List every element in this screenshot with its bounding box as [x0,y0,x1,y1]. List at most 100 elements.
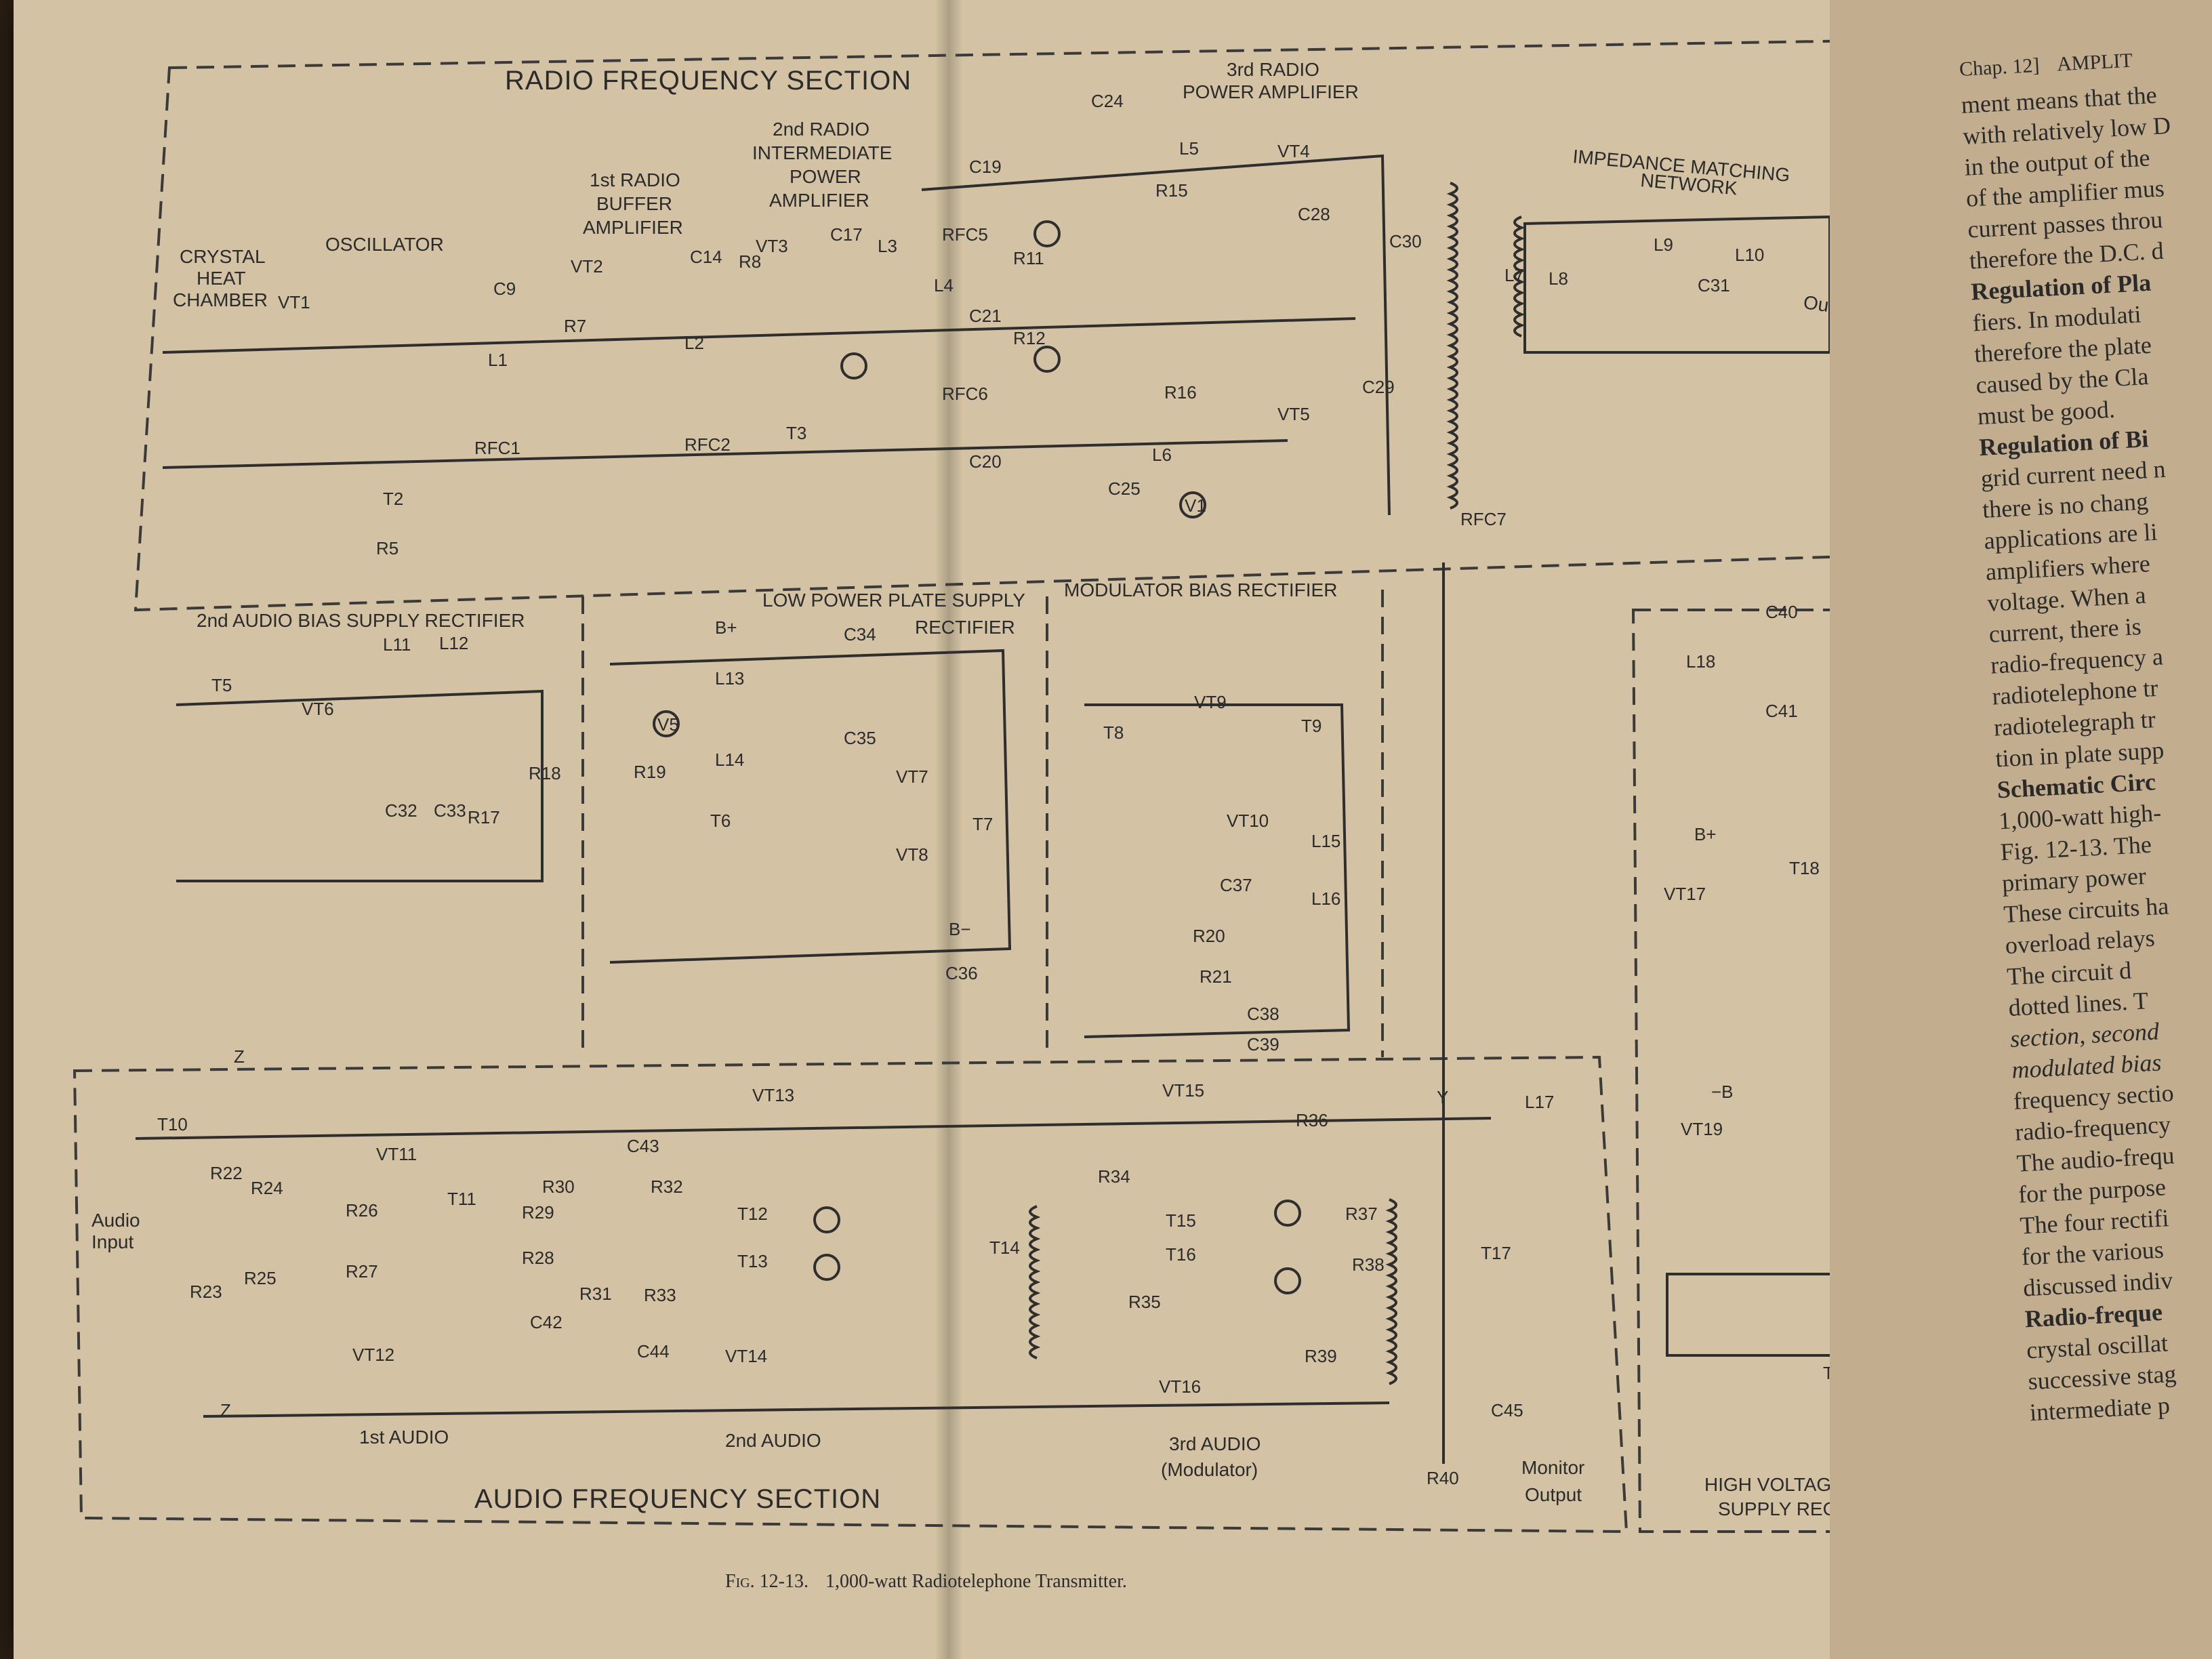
l6-label: L6 [1152,445,1172,465]
c19-label: C19 [969,157,1002,177]
l8-coil [1513,216,1525,337]
section-borders [73,39,1893,1534]
crystal-label-1: CRYSTAL [180,246,266,267]
c33-label: C33 [434,800,466,821]
vt16-label: VT16 [1159,1376,1201,1397]
l8-label: L8 [1549,268,1568,289]
r22-label: R22 [210,1163,243,1183]
c35-label: C35 [844,728,876,748]
imn-box [1523,215,1831,354]
ipa-label-1: 2nd RADIO [773,119,869,140]
vt10-label: VT10 [1227,811,1269,831]
meter-v5 [653,710,680,737]
t17-coil [1385,1198,1397,1385]
rfc7-label: RFC7 [1460,509,1507,529]
r40-label: R40 [1427,1468,1459,1488]
rf-bus-top [162,317,1356,354]
l17-label: L17 [1525,1092,1554,1112]
t17-label: T17 [1481,1243,1511,1263]
t14-label: T14 [989,1237,1020,1258]
rfc1-label: RFC1 [474,438,520,458]
r11-label: R11 [1013,248,1044,268]
figure-title: 1,000-watt Radiotelephone Transmitter. [825,1571,1127,1592]
ipa-label-3: POWER [790,166,861,187]
lpps-wire [609,649,1012,964]
buffer-label-2: BUFFER [596,193,672,214]
rfc6-label: RFC6 [942,384,988,404]
hv-bplus-label: B+ [1694,824,1717,844]
vt13-label: VT13 [752,1085,794,1105]
monitor-label-1: Monitor [1521,1457,1584,1478]
coils [1029,182,1525,1385]
l12-label: L12 [439,633,468,653]
chapter-label: Chap. 12] [1959,54,2041,81]
meter-a10 [813,1206,840,1233]
c40-label: C40 [1765,602,1798,622]
r17-label: R17 [468,807,500,827]
buffer-label-1: 1st RADIO [590,169,680,190]
af-section-border [73,1055,1629,1534]
r5-label: R5 [376,538,398,558]
audio3-label-2: (Modulator) [1161,1459,1258,1480]
meters [653,220,1301,1294]
t18-label: T18 [1789,858,1820,878]
t2-label: T2 [383,489,403,509]
l13-label: L13 [715,668,744,689]
rf-bus-bottom [162,439,1288,469]
af-bus-top [135,1117,1492,1140]
oscillator-label: OSCILLATOR [325,234,444,255]
r18-label: R18 [529,763,561,783]
c24-label: C24 [1091,91,1124,111]
r8-label: R8 [739,251,761,272]
r38-label: R38 [1352,1254,1385,1275]
vt3-label: VT3 [756,236,788,256]
vt15-label: VT15 [1162,1080,1204,1101]
pa-tank-wire [921,154,1391,516]
rfc2-label: RFC2 [684,434,731,455]
bias2-label: 2nd AUDIO BIAS SUPPLY RECTIFIER [197,610,525,631]
c45-label: C45 [1491,1400,1523,1420]
c20-label: C20 [969,451,1002,472]
right-book-page [1830,0,2212,1659]
wiring [135,154,1858,1464]
minusb-label: −B [1711,1082,1734,1102]
bias2-wire [176,689,544,882]
vt19-label: VT19 [1681,1119,1723,1139]
r39-label: R39 [1305,1346,1337,1366]
t16-label: T16 [1166,1244,1196,1265]
vt9-label: VT9 [1194,692,1227,712]
c28-label: C28 [1298,204,1330,224]
af-section-title: AUDIO FREQUENCY SECTION [474,1484,881,1514]
crystal-label-3: CHAMBER [173,289,268,310]
r25-label: R25 [244,1268,276,1288]
c43-label: C43 [627,1136,659,1156]
c44-label: C44 [637,1341,670,1361]
book-gutter [935,0,962,1659]
af-bus-bottom [203,1401,1390,1418]
l9-label: L9 [1654,234,1673,255]
meter-a4 [1033,220,1061,247]
lpps-label-2: RECTIFIER [915,617,1015,638]
figure-caption: Fig. 12-13. 1,000-watt Radiotelephone Tr… [725,1571,1127,1593]
c32-label: C32 [385,800,417,821]
v1-label: V1 [1185,495,1206,516]
vt17-label: VT17 [1664,884,1706,904]
meter-v1 [1179,491,1206,518]
c17-label: C17 [830,224,863,245]
bminus-label: B− [949,919,971,939]
c9-label: C9 [493,279,516,299]
l7-coil [1446,182,1458,510]
vt2-label: VT2 [571,256,603,276]
vt6-label: VT6 [302,699,334,719]
lpps-label-1: LOW POWER PLATE SUPPLY [762,590,1025,611]
c34-label: C34 [844,624,876,644]
bplus-label: B+ [715,617,737,638]
meter-a11 [813,1254,840,1281]
l11-label: L11 [383,634,411,655]
t9-label: T9 [1301,716,1322,736]
r32-label: R32 [651,1176,683,1197]
l1-label: L1 [488,350,508,370]
c41-label: C41 [1765,701,1798,721]
r24-label: R24 [251,1178,283,1198]
z-label-bottom: Z [220,1400,231,1420]
